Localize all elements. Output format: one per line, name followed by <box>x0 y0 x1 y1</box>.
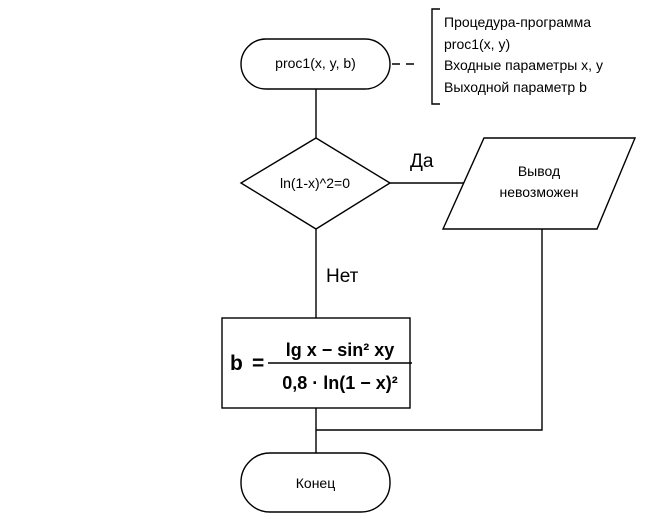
formula-denominator: 0,8 · ln(1 − x)² <box>282 373 398 393</box>
output-label-line2: невозможен <box>500 184 579 200</box>
connector-output-to-merge <box>316 229 543 431</box>
formula-lhs: b <box>230 352 243 375</box>
comment-line-4: Выходной параметр b <box>444 79 587 95</box>
output-label-line1: Вывод <box>518 163 560 179</box>
end-label: Конец <box>296 475 335 491</box>
branch-no-label: Нет <box>326 266 359 287</box>
output-parallelogram <box>441 137 637 230</box>
start-terminator <box>240 38 391 90</box>
comment-line-3: Входные параметры x, y <box>444 57 603 73</box>
comment-line-1: Процедура-программа <box>444 14 591 30</box>
decision-diamond <box>239 137 392 230</box>
formula-equals: = <box>252 352 264 375</box>
comment-bracket <box>431 8 440 105</box>
formula-numerator: lg x − sin² xy <box>286 340 395 360</box>
decision-label: ln(1-x)^2=0 <box>280 175 350 191</box>
branch-yes-label: Да <box>410 151 434 172</box>
comment-line-2: proc1(x, y) <box>444 36 510 52</box>
start-label: proc1(x, y, b) <box>275 55 356 71</box>
end-terminator <box>240 452 391 513</box>
